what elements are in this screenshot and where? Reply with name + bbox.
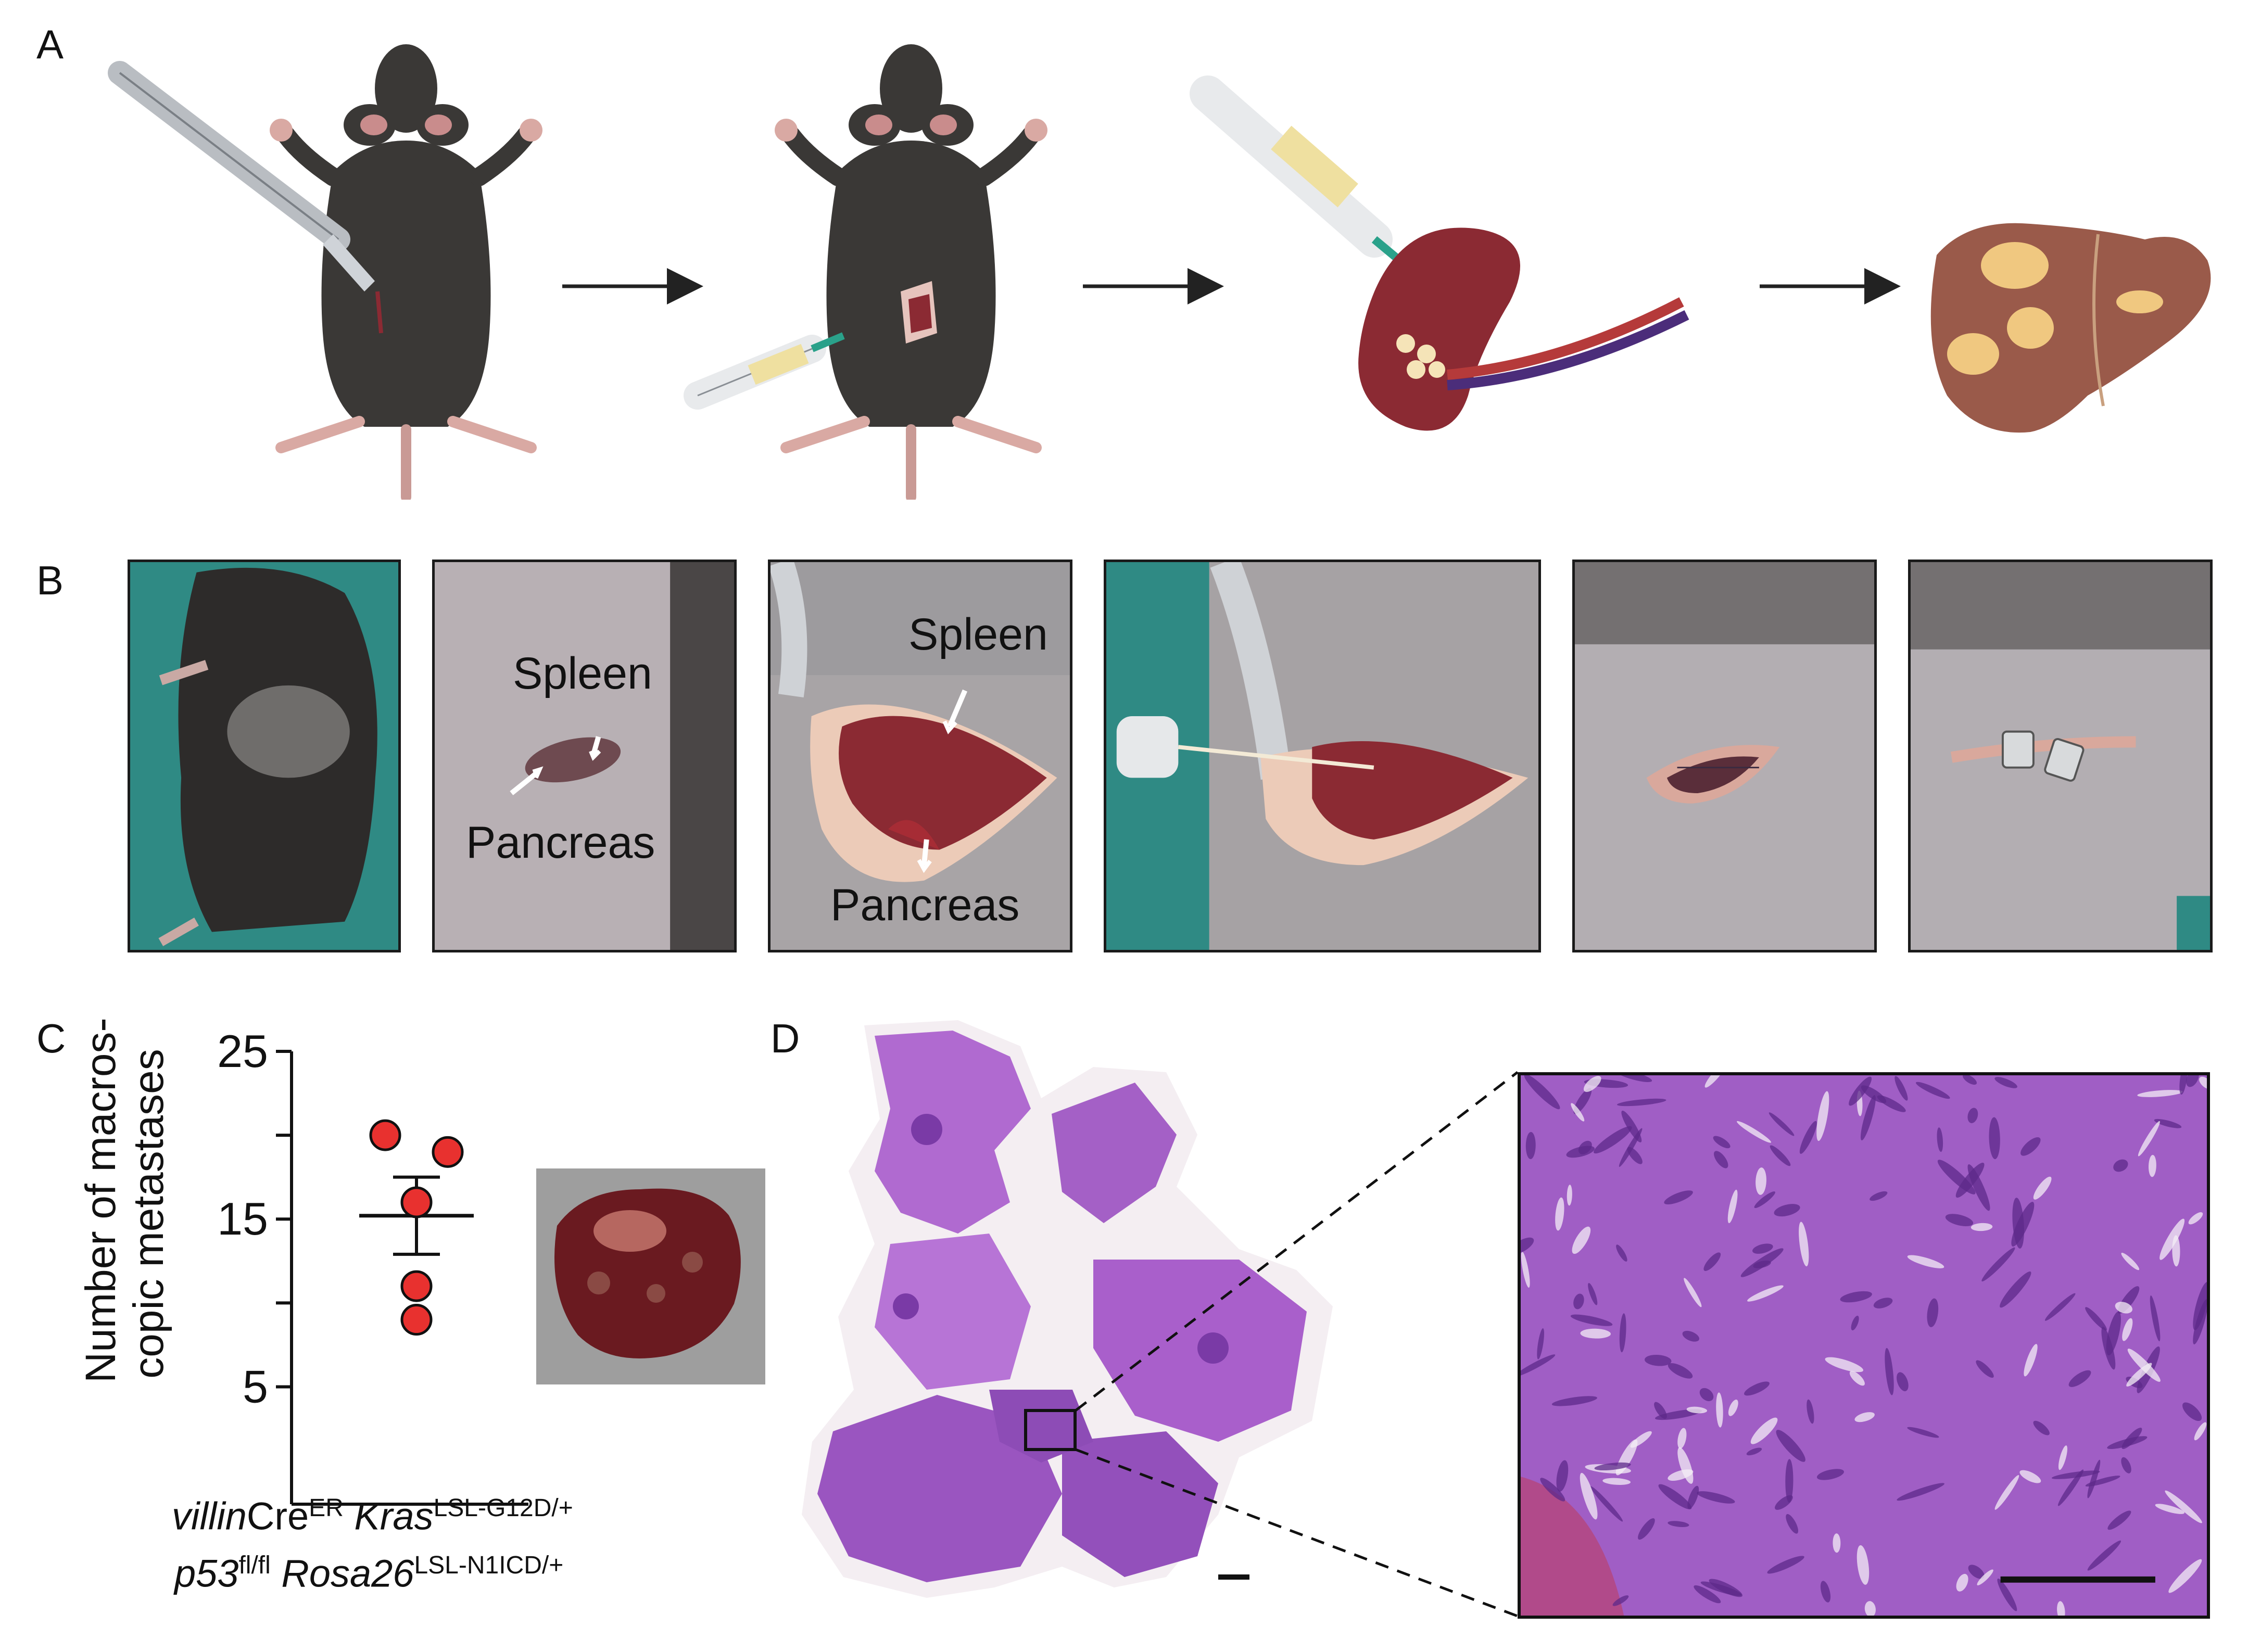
panel-label-c: C [36,1015,66,1061]
spleen-label: Spleen [908,609,1048,659]
mouse-icon [270,44,542,500]
histology-zoom [1518,1072,2210,1619]
mouse-icon [775,44,1047,500]
y-tick-label: 5 [243,1361,268,1412]
pancreas-label: Pancreas [830,880,1020,930]
zoom-region-box [1024,1409,1077,1451]
data-point [400,1304,433,1336]
y-tick-label: 15 [217,1193,268,1244]
y-tick-label: 25 [217,1025,268,1077]
surgery-photo-3 [768,560,1072,952]
surgery-photo-1 [128,560,401,952]
spleen-label: Spleen [513,649,652,698]
data-point [369,1119,401,1151]
panel-a-illustration [108,44,2211,500]
spleen-icon [1358,227,1689,431]
scatter-chart: 5 15 25 [217,1025,528,1506]
scalpel-icon [108,61,375,291]
surgery-photo-5 [1572,560,1877,952]
panel-label-a: A [36,21,64,67]
surgery-photo-4 [1104,560,1541,952]
panel-label-b: B [36,557,64,603]
surgery-photo-6 [1908,560,2213,952]
genotype-label-line2: p53fl/fl Rosa26LSL-N1ICD/+ [174,1552,564,1595]
data-point [432,1136,464,1168]
genotype-label-line1: villinCreER KrasLSL-G12D/+ [172,1494,573,1538]
liver-photo [536,1168,765,1384]
data-point [400,1270,433,1302]
panel-label-d: D [771,1015,800,1061]
data-point [400,1186,433,1218]
surgery-photo-2 [432,560,737,952]
liver-icon [1930,223,2211,433]
pancreas-label: Pancreas [466,818,655,868]
histology-overview [802,1020,1333,1598]
syringe-icon [684,332,845,410]
